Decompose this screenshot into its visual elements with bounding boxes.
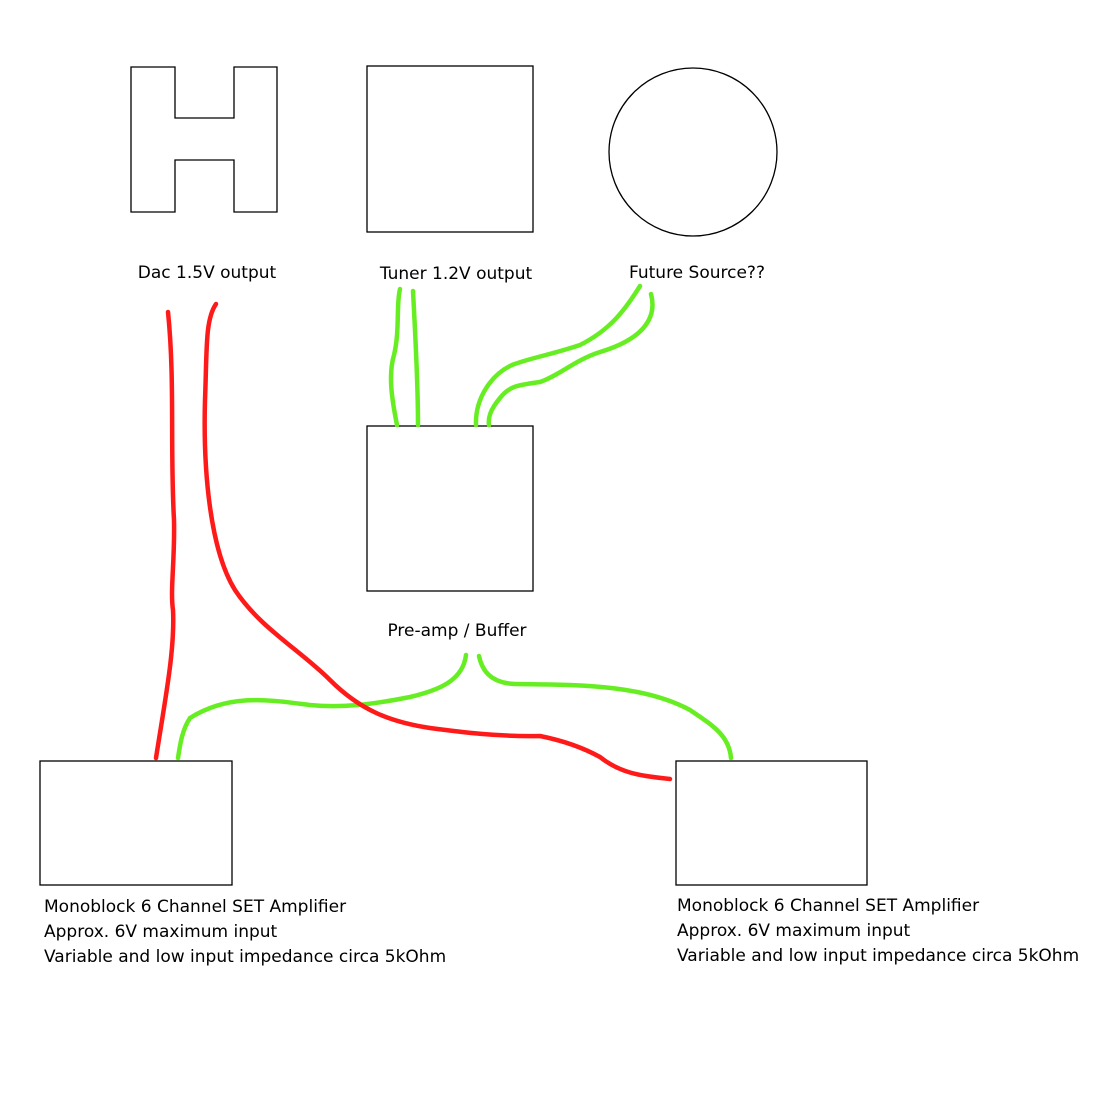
right-amplifier-description: Monoblock 6 Channel SET Amplifier Approx…: [677, 894, 1079, 969]
preamp-box: [366, 425, 534, 592]
left-amp-line-2: Approx. 6V maximum input: [44, 922, 278, 942]
future-source-label: Future Source??: [629, 263, 765, 283]
dac-h-shape-icon: [130, 66, 278, 213]
left-amplifier-box: [39, 760, 233, 886]
right-amplifier-box: [675, 760, 868, 886]
tuner-square-icon: [366, 65, 534, 233]
future-source-cable-left: [473, 283, 643, 428]
left-amp-line-1: Monoblock 6 Channel SET Amplifier: [44, 897, 347, 917]
future-source-circle-icon: [608, 67, 778, 237]
right-amp-line-3: Variable and low input impedance circa 5…: [677, 946, 1080, 966]
preamp-to-left-amp-cable: [175, 652, 469, 761]
future-source-cable-right: [486, 291, 655, 428]
preamp-label: Pre-amp / Buffer: [387, 621, 527, 641]
dac-label: Dac 1.5V output: [137, 263, 277, 283]
tuner-label: Tuner 1.2V output: [379, 264, 533, 284]
preamp-to-right-amp-cable: [476, 653, 734, 761]
tuner-cable-left: [388, 286, 403, 428]
left-amp-line-3: Variable and low input impedance circa 5…: [44, 947, 447, 967]
dac-to-left-amp-cable: [153, 309, 177, 761]
right-amp-line-1: Monoblock 6 Channel SET Amplifier: [677, 896, 980, 916]
tuner-cable-right: [410, 288, 421, 428]
left-amplifier-description: Monoblock 6 Channel SET Amplifier Approx…: [44, 895, 446, 970]
dac-to-right-amp-cable: [202, 301, 673, 782]
right-amp-line-2: Approx. 6V maximum input: [677, 921, 911, 941]
